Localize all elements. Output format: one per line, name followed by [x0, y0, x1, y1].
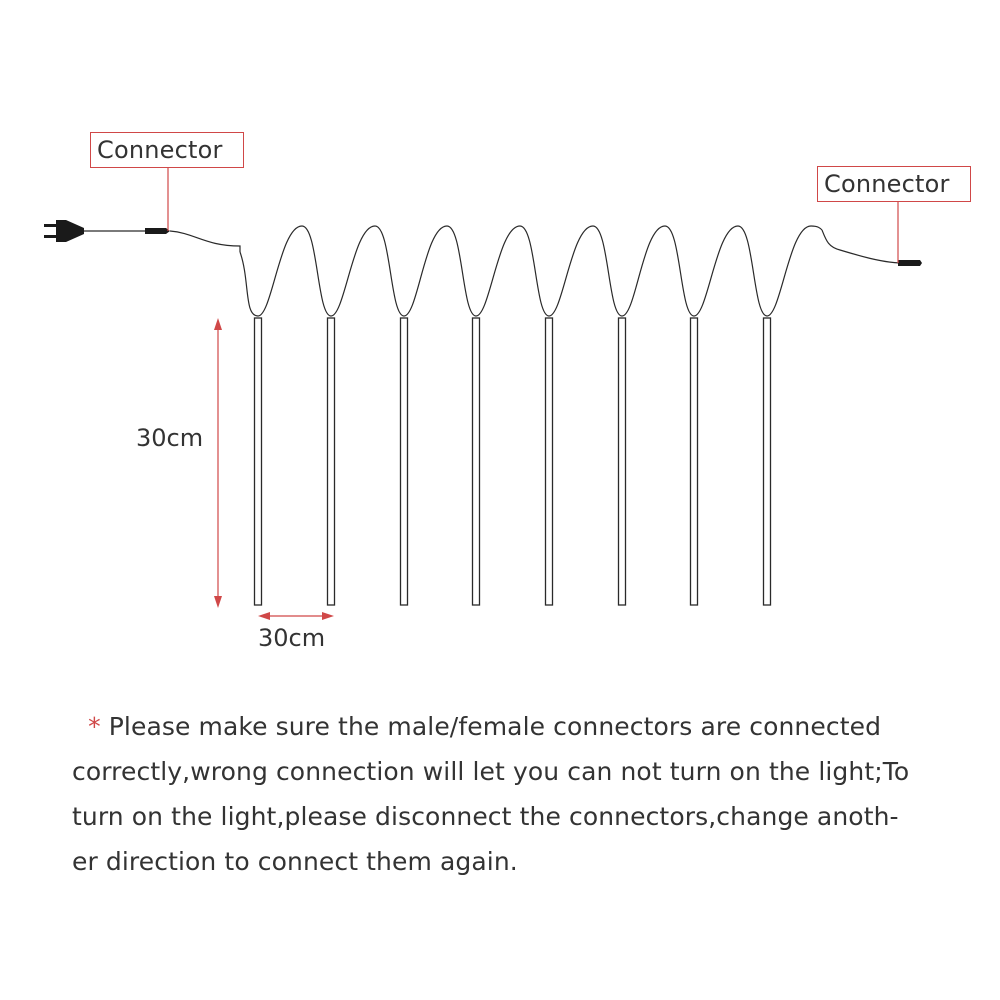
- vertical-dimension-arrow: [214, 318, 222, 608]
- note-line-1-text: Please make sure the male/female connect…: [108, 712, 882, 741]
- light-tube-3: [399, 317, 409, 606]
- wave-wire-group: [239, 225, 823, 317]
- light-tubes: [253, 317, 772, 606]
- light-tube-7: [689, 317, 699, 606]
- horizontal-dimension-arrow: [258, 612, 334, 620]
- note-line-2: correctly,wrong connection will let you …: [72, 757, 910, 786]
- note-asterisk: *: [88, 712, 101, 741]
- tail-wire: [821, 229, 901, 264]
- vertical-dimension-label: 30cm: [136, 424, 204, 452]
- installation-note: * Please make sure the male/female conne…: [72, 704, 942, 884]
- light-tube-5: [544, 317, 554, 606]
- horizontal-dimension-label: 30cm: [258, 624, 326, 652]
- left-connector-label: Connector: [90, 132, 244, 168]
- note-line-4: er direction to connect them again.: [72, 847, 518, 876]
- light-tube-8: [762, 317, 772, 606]
- light-tube-2: [326, 317, 336, 606]
- feed-wire: [169, 230, 241, 252]
- right-connector-plug-icon: [898, 260, 922, 266]
- light-tube-6: [617, 317, 627, 606]
- light-tube-4: [471, 317, 481, 606]
- wave-wire: [239, 225, 823, 317]
- note-line-3: turn on the light,please disconnect the …: [72, 802, 899, 831]
- light-tube-1: [253, 317, 263, 606]
- left-connector-plug-icon: [145, 228, 170, 234]
- power-plug-icon: [44, 220, 84, 242]
- note-line-1: * Please make sure the male/female conne…: [72, 704, 942, 749]
- right-connector-label: Connector: [817, 166, 971, 202]
